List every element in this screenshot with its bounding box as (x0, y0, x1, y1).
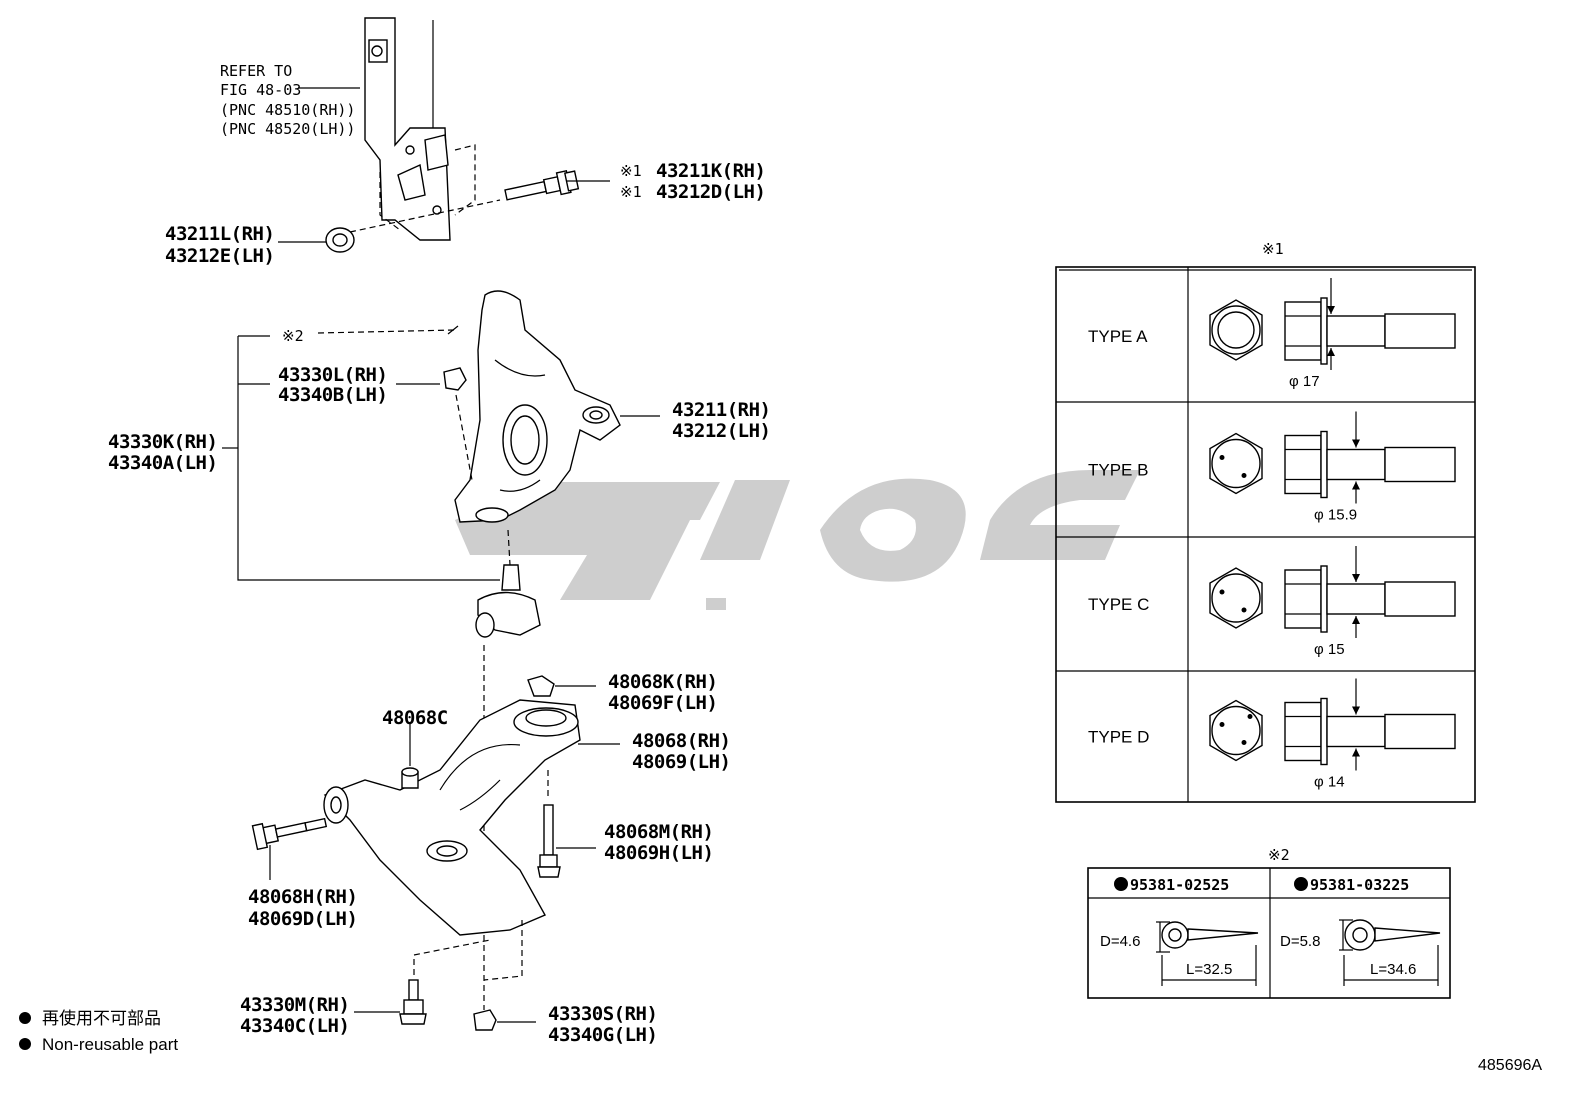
bolt-top-lh: 43212D(LH) (656, 181, 765, 203)
mark-dot (1241, 740, 1247, 745)
legend-dot-1 (19, 1012, 31, 1024)
bolt-head-side-icon (1284, 434, 1322, 495)
rear-bolt-drawing (537, 770, 596, 878)
bolt-type-label: TYPE C (1088, 595, 1149, 614)
joint-nut-drawing (473, 920, 536, 1031)
arm-rh: 48068(RH) (632, 730, 730, 752)
bushing-label: 48068C (382, 707, 448, 729)
arm-nut-rh: 48068K(RH) (608, 671, 717, 693)
nut-top-lh: 43212E(LH) (165, 245, 274, 267)
pin-mark: ※2 (282, 327, 304, 345)
mark-dot (1219, 722, 1225, 727)
joint-bolt-lh: 43340C(LH) (240, 1015, 349, 1037)
cotter-pin-1-drawing (1156, 921, 1259, 986)
nut-ball-rh: 43330L(RH) (278, 364, 387, 386)
arm-bolt-front-lh: 48069D(LH) (248, 908, 357, 930)
bolt-type-label: TYPE B (1088, 461, 1148, 480)
refer-line2: FIG 48-03 (220, 81, 301, 99)
ball-joint-lh: 43340A(LH) (108, 452, 217, 474)
mark-dot (1247, 714, 1253, 719)
legend-chinese: 再使用不可部品 (42, 1008, 161, 1028)
nut-ball-lh: 43340B(LH) (278, 384, 387, 406)
bolt-type-row: TYPE B φ 15.9 (1088, 411, 1456, 524)
nut-top-rh: 43211L(RH) (165, 223, 274, 245)
arm-bolt-rear-lh: 48069H(LH) (604, 842, 713, 864)
refer-line1: REFER TO (220, 62, 292, 80)
knuckle-rh: 43211(RH) (672, 399, 770, 421)
arm-lh: 48069(LH) (632, 751, 730, 773)
table1-mark: ※1 (1262, 240, 1284, 258)
bolt-diameter-label: φ 17 (1289, 373, 1320, 390)
bolt-top-mark-1: ※1 (620, 162, 642, 180)
cotter-pin-2-drawing (1339, 919, 1441, 986)
ball-joint-rh: 43330K(RH) (108, 431, 217, 453)
pin1-l: L=32.5 (1186, 961, 1232, 978)
ball-joint-nut-drawing (317, 325, 473, 481)
arm-nut-lh: 48069F(LH) (608, 692, 717, 714)
pin2-d: D=5.8 (1280, 933, 1320, 950)
ball-joint-bracket (222, 335, 500, 581)
pin1-d: D=4.6 (1100, 933, 1140, 950)
pin2-part: 95381-03225 (1310, 876, 1409, 894)
knuckle-lh: 43212(LH) (672, 420, 770, 442)
bolt-type-label: TYPE D (1088, 728, 1149, 747)
joint-nut-lh: 43340G(LH) (548, 1024, 657, 1046)
arm-bolt-rear-rh: 48068M(RH) (604, 821, 713, 843)
cotter-pin-table: ※2 95381-02525 95381-03225 D=4.6 L=32.5 (1087, 846, 1451, 999)
pin1-part: 95381-02525 (1130, 876, 1229, 894)
mark-dot (1241, 607, 1247, 613)
arm-nut-drawing (527, 675, 596, 697)
lower-arm-drawing (323, 699, 620, 936)
mark-dot (1241, 473, 1247, 478)
mark-dot (1219, 455, 1225, 460)
bolt-head-side-icon (1284, 569, 1322, 629)
front-bolt-drawing (251, 817, 328, 880)
bolt-head-side-icon (1284, 301, 1322, 361)
thread-icon (1384, 313, 1456, 349)
bolt-diameter-label: φ 15 (1314, 641, 1345, 658)
ball-joint-drawing (475, 529, 541, 1010)
thread-icon (1384, 581, 1456, 617)
legend-english: Non-reusable part (42, 1035, 178, 1054)
bolt-head-side-icon (1284, 701, 1322, 762)
figure-id: 485696A (1478, 1057, 1542, 1074)
refer-line3: (PNC 48510(RH)) (220, 101, 355, 119)
callout-labels: REFER TO FIG 48-03 (PNC 48510(RH)) (PNC … (108, 62, 771, 1046)
watermark-logo (455, 470, 1140, 610)
bolt-top-rh: 43211K(RH) (656, 160, 765, 182)
mark-dot (1219, 589, 1225, 595)
thread-icon (1384, 446, 1456, 483)
bolt-type-row: TYPE C φ 15 (1088, 546, 1456, 658)
bolt-type-row: TYPE A φ 17 (1088, 278, 1456, 390)
table2-mark: ※2 (1268, 846, 1290, 864)
bolt-diameter-label: φ 15.9 (1314, 507, 1357, 524)
steering-knuckle-drawing (454, 290, 660, 523)
joint-nut-rh: 43330S(RH) (548, 1003, 657, 1025)
joint-bolt-rh: 43330M(RH) (240, 994, 349, 1016)
bushing-drawing (401, 724, 419, 789)
joint-bolt-drawing (354, 939, 491, 1025)
legend: 再使用不可部品 Non-reusable part (19, 1008, 178, 1054)
legend-dot-2 (19, 1038, 31, 1050)
top-bolt-drawing (349, 169, 610, 233)
thread-icon (1384, 713, 1456, 750)
bolt-diameter-label: φ 14 (1314, 774, 1345, 791)
bolt-top-mark-2: ※1 (620, 183, 642, 201)
strut-bracket (364, 17, 476, 241)
refer-line4: (PNC 48520(LH)) (220, 120, 355, 138)
bolt-type-row: TYPE D φ 14 (1088, 678, 1456, 791)
bolt-type-label: TYPE A (1088, 327, 1148, 346)
arm-bolt-front-rh: 48068H(RH) (248, 886, 357, 908)
pin2-l: L=34.6 (1370, 961, 1416, 978)
top-nut-drawing (278, 227, 355, 253)
